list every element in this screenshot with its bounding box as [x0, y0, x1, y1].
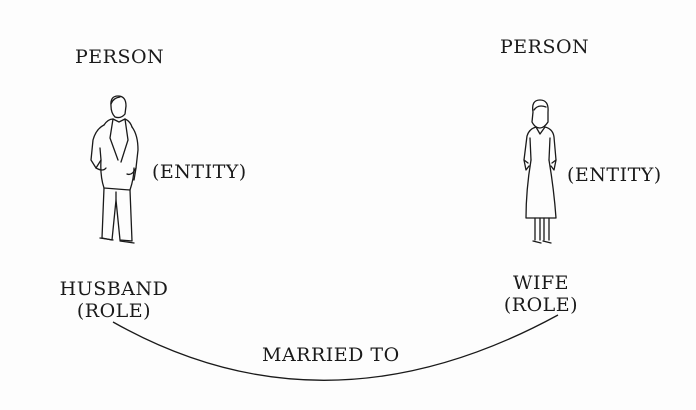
- relationship-label: MARRIED TO: [262, 344, 400, 366]
- husband-role-label: HUSBAND (ROLE): [58, 278, 170, 322]
- wife-role-label: WIFE (ROLE): [495, 272, 587, 316]
- right-entity-label: (ENTITY): [567, 164, 662, 186]
- wife-role-name: WIFE: [512, 272, 570, 294]
- woman-figure-icon: [523, 99, 557, 244]
- left-entity-label: (ENTITY): [152, 161, 247, 183]
- left-person-label: PERSON: [75, 46, 165, 68]
- wife-role-tag: (ROLE): [503, 294, 579, 316]
- man-figure-icon: [90, 95, 139, 244]
- married-to-connector: [112, 314, 559, 381]
- husband-role-tag: (ROLE): [76, 300, 152, 322]
- husband-role-name: HUSBAND: [59, 278, 169, 300]
- right-person-label: PERSON: [500, 36, 590, 58]
